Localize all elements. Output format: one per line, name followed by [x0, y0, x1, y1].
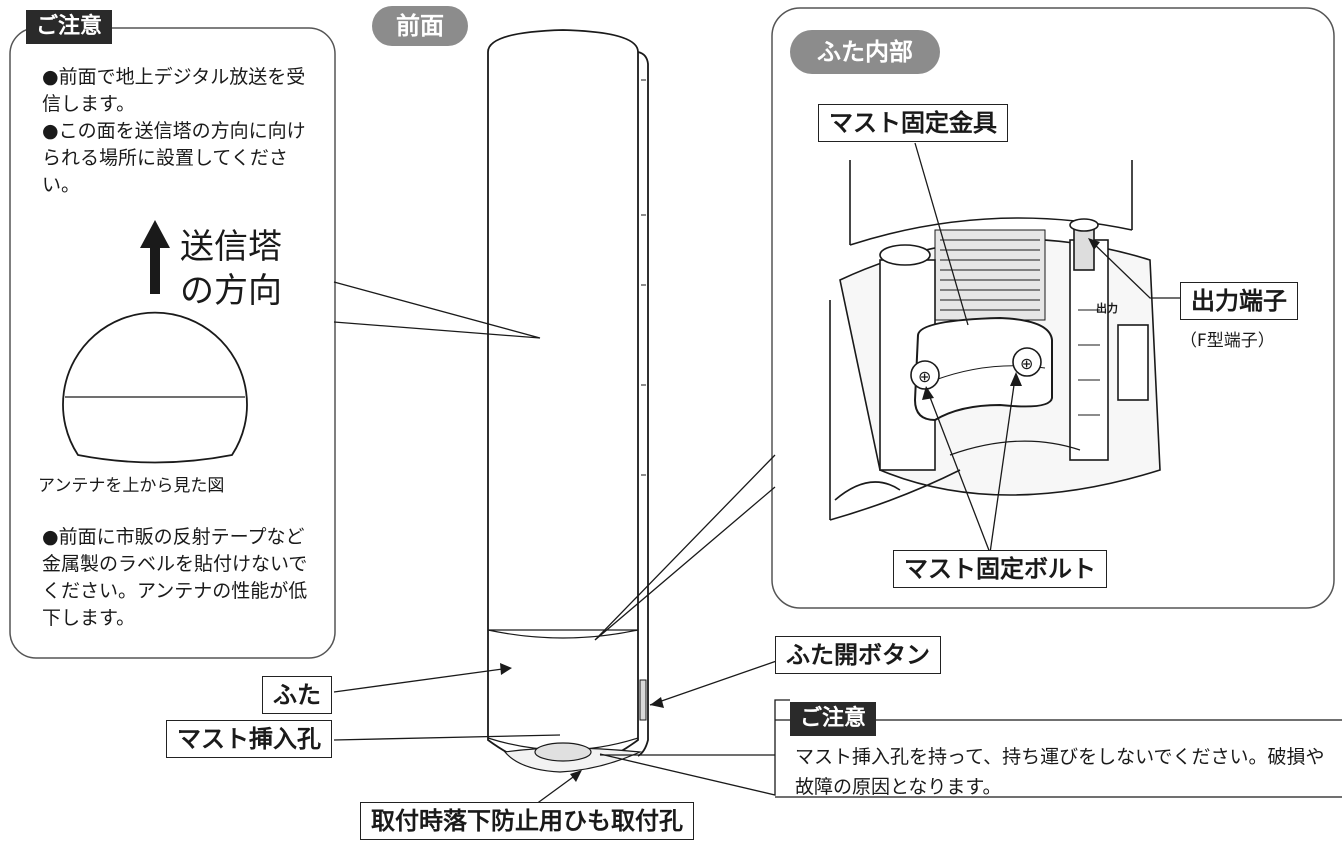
antenna-body [487, 29, 649, 773]
bracket-label: マスト固定金具 [818, 104, 1008, 142]
output-terminal-sub: （F型端子） [1180, 331, 1275, 351]
caution-bullet-receive: ●前面で地上デジタル放送を受信します。 [42, 66, 306, 115]
top-view-drawing [62, 311, 248, 464]
bottom-leader-arrowheads [500, 663, 664, 782]
output-terminal-label: 出力端子 [1180, 282, 1298, 320]
front-label: 前面 [372, 6, 468, 46]
bolt-plus-left: ⊕ [918, 367, 931, 386]
inset-leaders [914, 142, 1180, 554]
lid-label: ふた [262, 676, 332, 714]
lid-button-label: ふた開ボタン [775, 636, 941, 674]
top-view-caption: アンテナを上から見た図 [38, 476, 225, 496]
bottom-caution-text: マスト挿入孔を持って、持ち運びをしないでください。破損や故障の原因となります。 [795, 746, 1325, 798]
bolt-label: マスト固定ボルト [893, 550, 1107, 588]
left-caution-tag: ご注意 [26, 10, 113, 44]
inset-leader-arrowheads [922, 238, 1100, 400]
mast-hole-label: マスト挿入孔 [166, 720, 332, 758]
strap-hole-label: 取付時落下防止用ひも取付孔 [360, 802, 694, 840]
inset-title: ふた内部 [790, 30, 940, 74]
bolt-plus-right: ⊕ [1020, 354, 1033, 373]
caution-bullet-direction: ●この面を送信塔の方向に向けられる場所に設置してください。 [42, 120, 306, 196]
inset-drawing [829, 160, 1161, 521]
leader-front [333, 281, 541, 339]
caution-bullet-label: ●前面に市販の反射テープなど金属製のラベルを貼付けないでください。アンテナの性能… [42, 526, 308, 629]
embossed-output-text: 出力 [1096, 302, 1118, 315]
arrow-up-icon [140, 220, 170, 294]
direction-label: 送信塔の方向 [180, 227, 282, 311]
antenna-side-ticks [641, 79, 646, 476]
leader-inset [594, 454, 776, 641]
bottom-caution-tag: ご注意 [790, 702, 877, 736]
